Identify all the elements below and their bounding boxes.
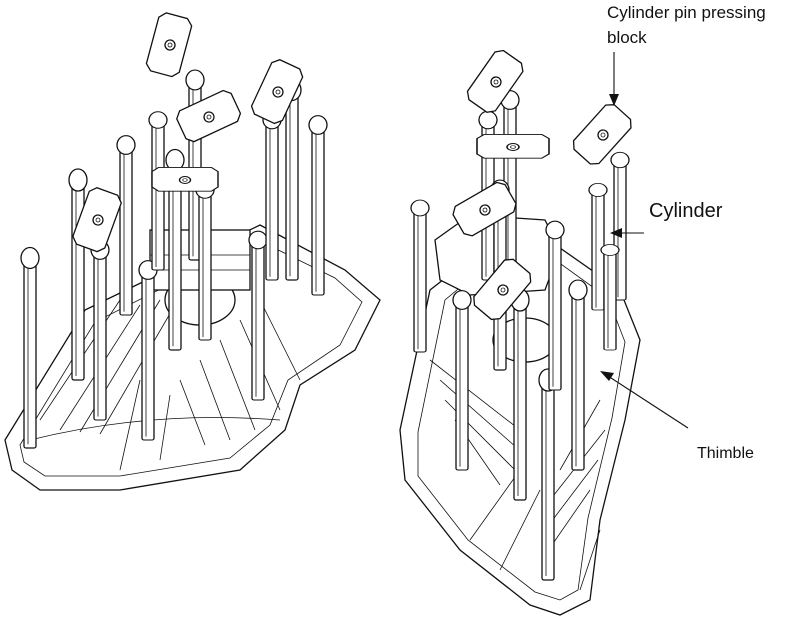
label-cylinder-pin-pressing-block: Cylinder pin pressing block xyxy=(607,0,766,50)
left-fixture xyxy=(4,10,381,491)
pin-block-leader xyxy=(609,52,619,106)
thimble-leader xyxy=(600,371,689,429)
label-cylinder: Cylinder xyxy=(649,200,723,222)
label-pin-block-line2: block xyxy=(607,28,647,47)
cylinder-leader xyxy=(610,228,644,238)
label-pin-block-line1: Cylinder pin pressing xyxy=(607,3,766,22)
right-fixture xyxy=(399,46,641,616)
label-thimble: Thimble xyxy=(697,445,754,462)
